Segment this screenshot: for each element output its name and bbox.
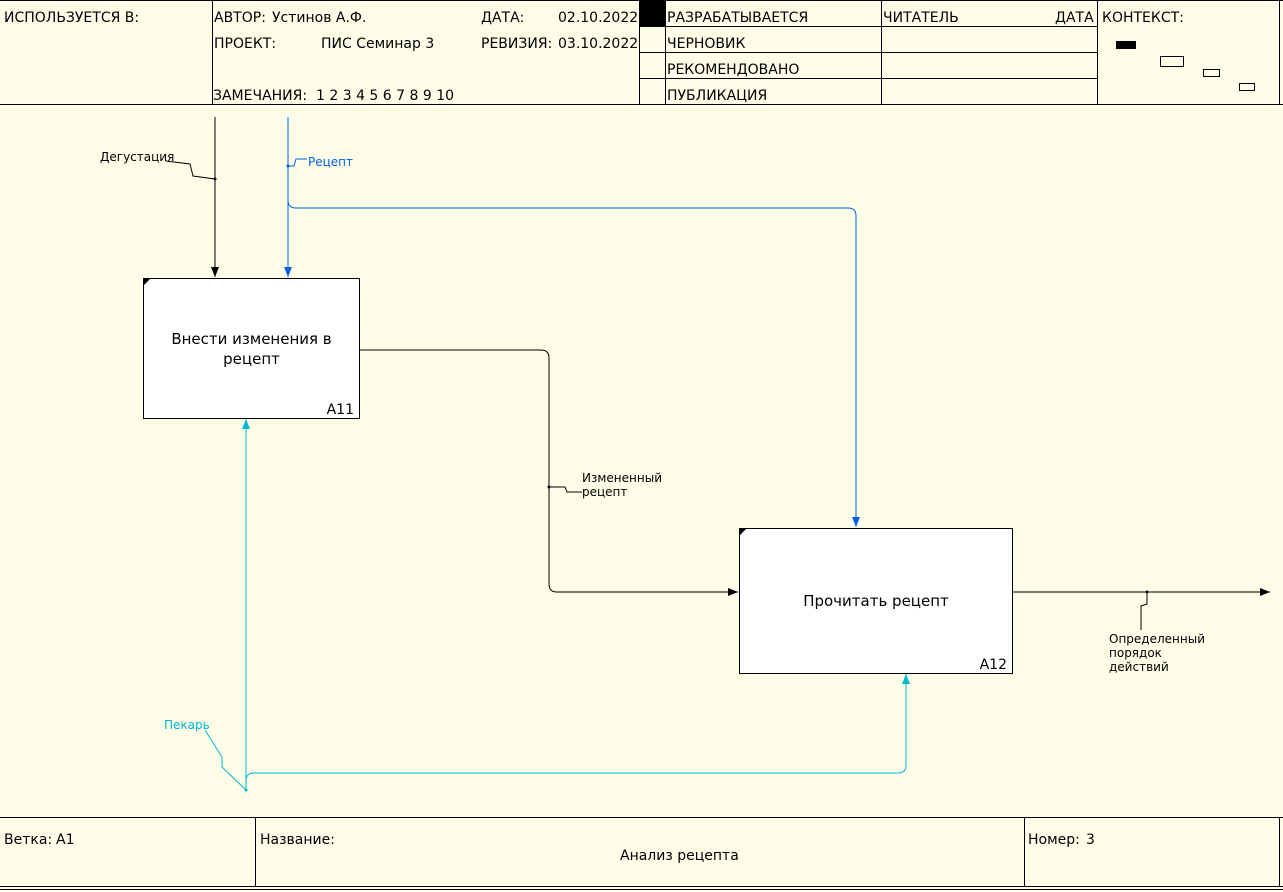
header-divider [212,0,213,104]
project-label: ПРОЕКТ: [214,36,277,52]
context-box-current [1116,41,1136,49]
header-bottom-border [0,104,1283,105]
anchor-dot [286,164,290,168]
footer-divider [1279,817,1280,887]
footer-divider [255,817,256,887]
footer-bottom-border [0,889,1283,890]
header-top-border [0,0,1283,1]
anchor-dot [1145,590,1149,594]
arrow-label-output[interactable]: Определенный порядок действий [1109,632,1205,674]
project-value: ПИС Семинар 3 [321,36,435,52]
revision-value: 03.10.2022 [558,36,639,52]
footer-bottom-border [0,886,1283,887]
status-row-divider [639,26,1097,27]
header-divider [1097,0,1098,104]
status-row-divider [639,78,1097,79]
activity-box-a12[interactable]: Прочитать рецепт A12 [739,528,1013,674]
context-box [1203,69,1220,77]
activity-number: A12 [979,657,1007,673]
context-box [1239,83,1255,91]
diagram-name: Анализ рецепта [620,848,739,864]
arrow-baker-to-a12 [245,674,910,782]
number-label: Номер: [1028,832,1080,848]
status-publication: ПУБЛИКАЦИЯ [667,88,768,104]
anchor-dot [244,788,248,792]
arrow-label-baker[interactable]: Пекарь [164,718,210,732]
squiggle-baker [204,729,247,791]
date-label: ДАТА: [481,10,525,26]
context-box [1160,56,1184,67]
anchor-dot [213,177,217,181]
squiggle-recipe [288,158,307,167]
status-draft: ЧЕРНОВИК [667,36,746,52]
status-developing: РАЗРАБАТЫВАЕТСЯ [667,10,809,26]
activity-title: Внести изменения в рецепт [171,329,332,368]
box-corner-mark [144,279,150,285]
anchor-dot [547,485,551,489]
arrow-label-recipe[interactable]: Рецепт [308,155,354,169]
author-value: Устинов А.Ф. [272,10,367,26]
date-value: 02.10.2022 [558,10,639,26]
arrow-recipe-to-a12 [287,199,860,527]
remarks-label: ЗАМЕЧАНИЯ: [213,88,308,104]
squiggle-output [1140,592,1148,630]
footer-divider [1024,817,1025,887]
revision-label: РЕВИЗИЯ: [481,36,553,52]
activity-box-a11[interactable]: Внести изменения в рецепт A11 [143,278,360,419]
status-recommended: РЕКОМЕНДОВАНО [667,62,800,78]
reader-date-label: ДАТА [1055,10,1094,26]
arrow-changed-recipe [360,349,738,596]
used-in-label: ИСПОЛЬЗУЕТСЯ В: [4,10,140,26]
activity-number: A11 [326,402,354,418]
name-label: Название: [260,832,335,848]
activity-title: Прочитать рецепт [803,592,949,610]
box-corner-mark [740,529,746,535]
arrow-label-tasting[interactable]: Дегустация [100,150,175,164]
author-label: АВТОР: [214,10,266,26]
footer-top-border [0,817,1283,818]
header-divider [1279,0,1280,104]
context-label: КОНТЕКСТ: [1102,10,1184,26]
remarks-value: 1 2 3 4 5 6 7 8 9 10 [316,88,455,104]
squiggle-tasting [165,160,216,180]
status-row-divider [639,52,1097,53]
arrow-label-changed-recipe[interactable]: Измененный рецепт [582,471,662,499]
squiggle-changed-recipe [549,486,582,493]
reader-label: ЧИТАТЕЛЬ [883,10,959,26]
status-marker [640,1,665,26]
number-value: 3 [1086,832,1095,848]
branch-value: A1 [56,832,75,848]
branch-label: Ветка: [4,832,53,848]
